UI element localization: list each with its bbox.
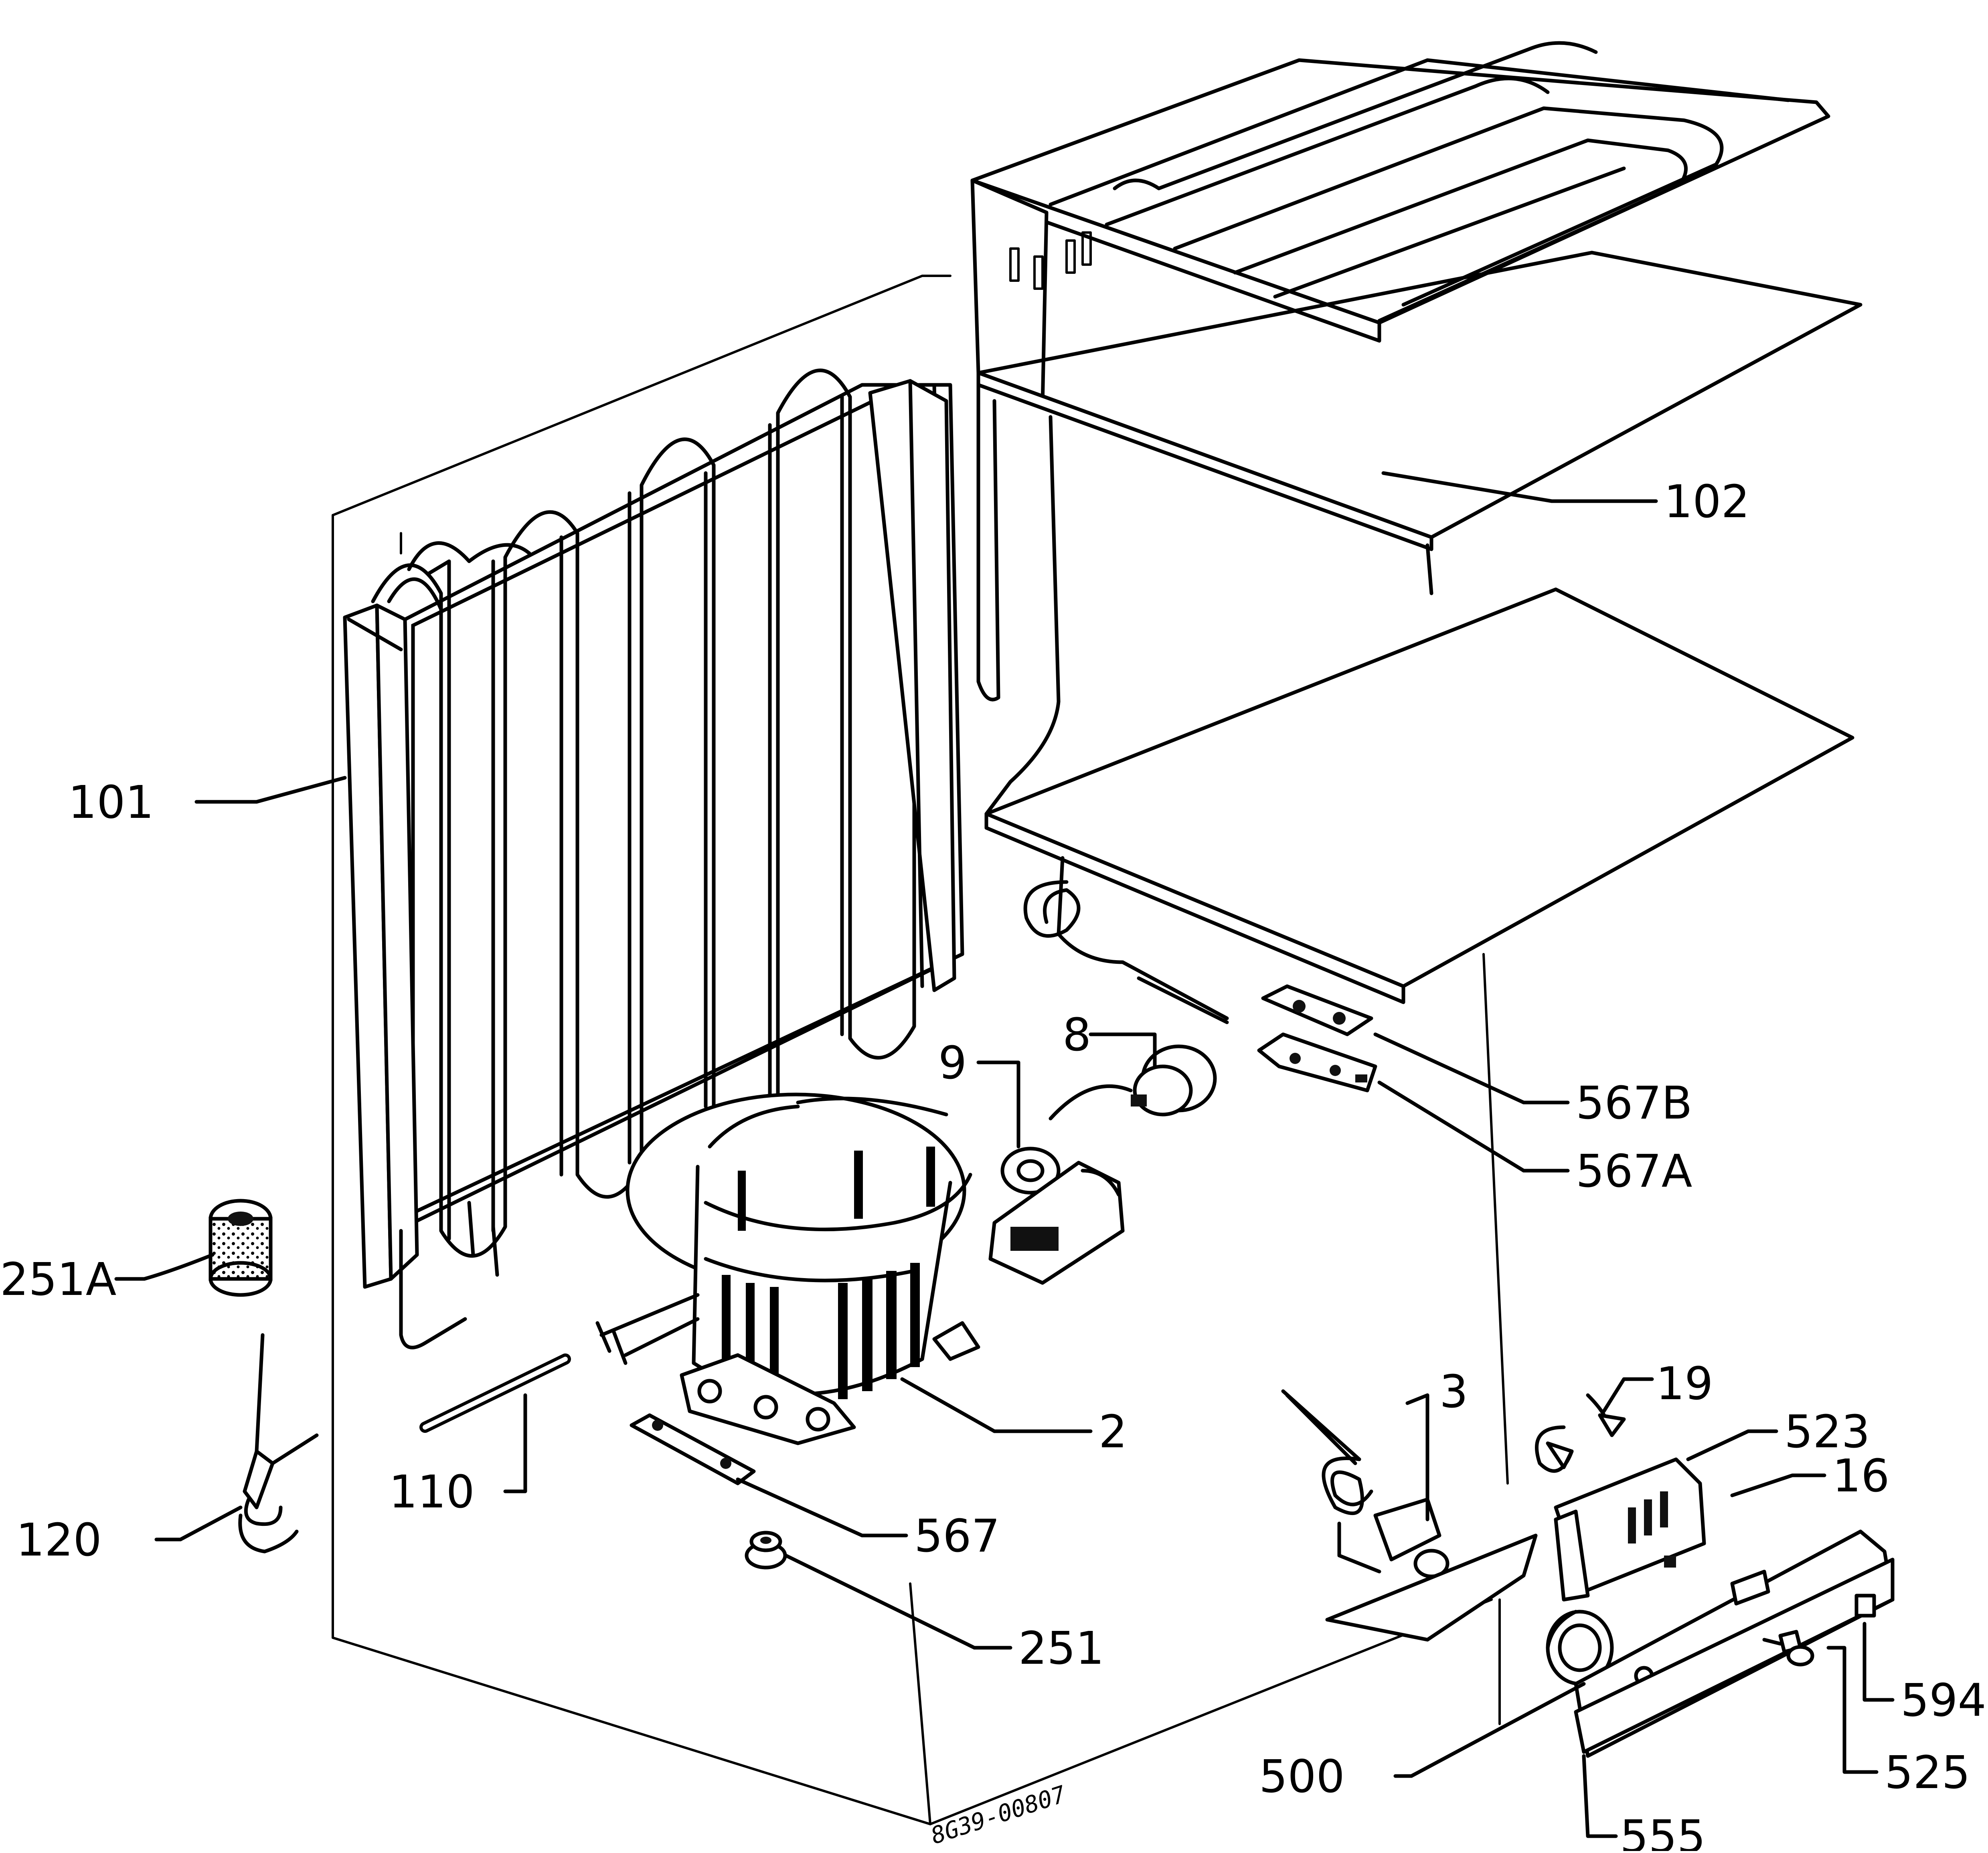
control-knob-part-500 <box>1546 1610 1614 1686</box>
indicator-light-part-525 <box>1762 1630 1814 1667</box>
drawing-reference-code: 8G39-00807 <box>927 1780 1069 1850</box>
label-500: 500 <box>1259 1751 1345 1803</box>
mounting-plate-part-567 <box>630 1413 756 1485</box>
panel-cover-part-555 <box>1574 1558 1895 1754</box>
lamp-socket-part-523 <box>1554 1457 1706 1602</box>
label-567b: 567B <box>1576 1077 1692 1129</box>
bracket-part-567a <box>1257 1032 1377 1092</box>
label-567a: 567A <box>1576 1145 1692 1198</box>
thermostat-part-3 <box>1281 1389 1538 1642</box>
lamp-part-19 <box>1535 1393 1626 1473</box>
label-555: 555 <box>1620 1811 1706 1851</box>
compressor-part-2 <box>595 1092 980 1445</box>
label-120: 120 <box>16 1514 102 1566</box>
bracket-part-567b <box>1261 984 1373 1036</box>
cap-part-594 <box>1854 1594 1876 1618</box>
label-3: 3 <box>1439 1366 1468 1418</box>
label-8: 8 <box>1063 1009 1091 1061</box>
label-251a: 251A <box>0 1254 116 1306</box>
cabinet-outline <box>332 275 1509 1825</box>
label-251: 251 <box>1018 1622 1104 1675</box>
label-16: 16 <box>1832 1450 1890 1502</box>
label-525: 525 <box>1885 1747 1970 1799</box>
rubber-grommet-part-251 <box>745 1531 787 1570</box>
start-relay-part-9 <box>988 1147 1125 1285</box>
capillary-filter-part-120 <box>238 1333 319 1554</box>
evaporator-part-102 <box>970 41 1862 1024</box>
label-101: 101 <box>68 777 154 829</box>
label-19: 19 <box>1656 1358 1713 1410</box>
label-2: 2 <box>1099 1406 1127 1458</box>
drier-part-251a <box>209 1199 273 1297</box>
condenser-part-101 <box>343 368 964 1349</box>
tube-part-110 <box>419 1353 571 1433</box>
label-102: 102 <box>1664 476 1750 528</box>
leader-lines <box>114 471 1895 1838</box>
label-567: 567 <box>914 1510 1000 1562</box>
label-9: 9 <box>938 1037 967 1089</box>
label-523: 523 <box>1784 1406 1870 1458</box>
label-110: 110 <box>389 1466 475 1518</box>
thermal-protector-part-8 <box>1049 1044 1217 1121</box>
label-594: 594 <box>1901 1675 1986 1727</box>
